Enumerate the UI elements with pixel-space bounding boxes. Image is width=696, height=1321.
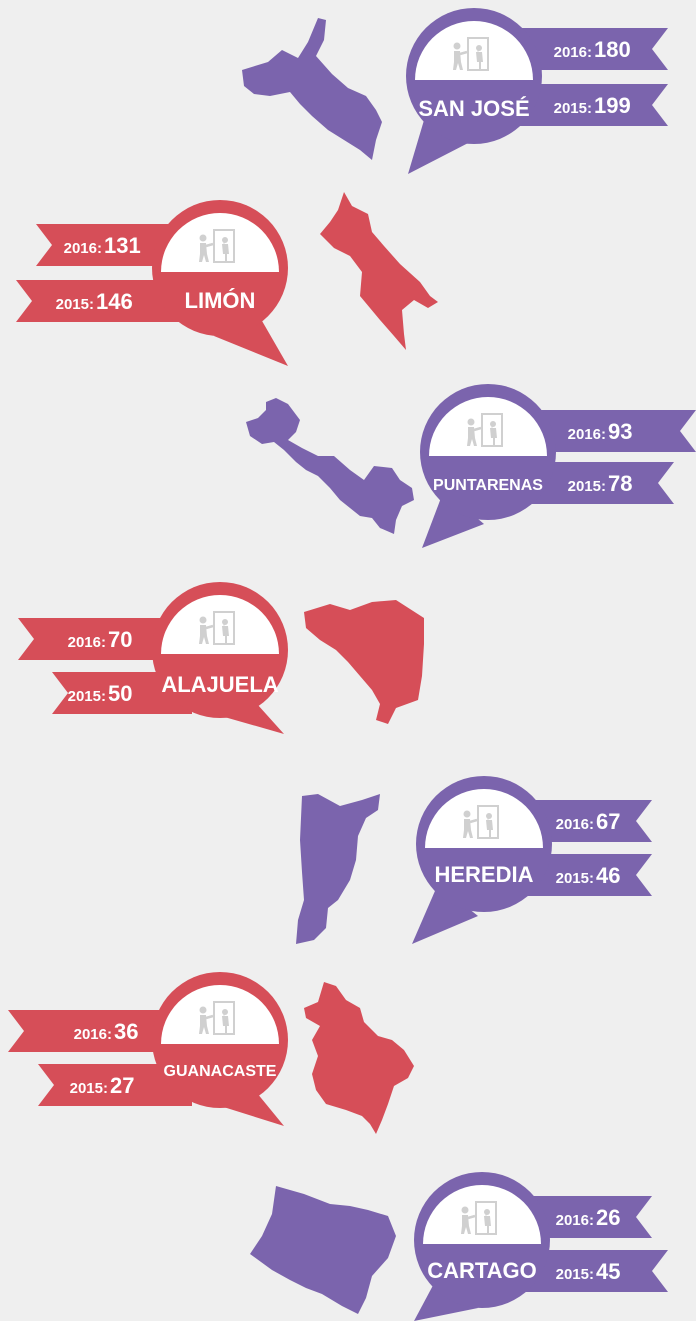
year-label: 2016: bbox=[64, 240, 102, 257]
province-name: HEREDIA bbox=[434, 862, 533, 887]
tab-2016: 2016: 131 bbox=[36, 224, 192, 266]
province-name: SAN JOSÉ bbox=[418, 96, 529, 121]
cartago-map bbox=[250, 1186, 396, 1314]
province-name: PUNTARENAS bbox=[433, 477, 543, 494]
tab-2015: 2015: 199 bbox=[520, 84, 668, 126]
tab-2015: 2015: 45 bbox=[526, 1250, 668, 1292]
tab-2016: 2016: 70 bbox=[18, 618, 192, 660]
province-puntarenas: 2016: 93 2015: 78 PUNTARENAS bbox=[246, 384, 696, 548]
year-label: 2015: bbox=[556, 1266, 594, 1283]
value-label: 67 bbox=[596, 809, 620, 834]
province-badge: SAN JOSÉ bbox=[406, 8, 542, 174]
province-badge: GUANACASTE bbox=[152, 972, 288, 1126]
value-label: 78 bbox=[608, 471, 632, 496]
year-label: 2016: bbox=[568, 426, 606, 443]
province-name: ALAJUELA bbox=[161, 672, 278, 697]
province-name: GUANACASTE bbox=[164, 1063, 277, 1080]
province-badge: LIMÓN bbox=[152, 200, 288, 366]
san-jose-map bbox=[242, 18, 382, 160]
tab-2016: 2016: 67 bbox=[526, 800, 652, 842]
puntarenas-map bbox=[246, 398, 414, 534]
guanacaste-map bbox=[304, 982, 414, 1134]
value-label: 50 bbox=[108, 681, 132, 706]
year-label: 2015: bbox=[68, 688, 106, 705]
tab-2015: 2015: 46 bbox=[526, 854, 652, 896]
tab-2016: 2016: 26 bbox=[526, 1196, 652, 1238]
year-label: 2015: bbox=[568, 478, 606, 495]
tab-2015: 2015: 50 bbox=[52, 672, 192, 714]
value-label: 26 bbox=[596, 1205, 620, 1230]
alajuela-map bbox=[304, 600, 424, 724]
year-label: 2016: bbox=[556, 816, 594, 833]
value-label: 131 bbox=[104, 233, 141, 258]
province-guanacaste: 2016: 36 2015: 27 GUANACASTE bbox=[8, 972, 414, 1134]
province-heredia: 2016: 67 2015: 46 HEREDIA bbox=[296, 776, 652, 944]
year-label: 2016: bbox=[68, 634, 106, 651]
tab-2016: 2016: 93 bbox=[526, 410, 696, 452]
year-label: 2016: bbox=[74, 1026, 112, 1043]
year-label: 2015: bbox=[70, 1080, 108, 1097]
value-label: 70 bbox=[108, 627, 132, 652]
value-label: 27 bbox=[110, 1073, 134, 1098]
province-badge: CARTAGO bbox=[414, 1172, 550, 1321]
value-label: 46 bbox=[596, 863, 620, 888]
year-label: 2015: bbox=[556, 870, 594, 887]
limon-map bbox=[320, 192, 438, 350]
year-label: 2016: bbox=[556, 1212, 594, 1229]
year-label: 2016: bbox=[554, 44, 592, 61]
tab-2016: 2016: 180 bbox=[520, 28, 668, 70]
value-label: 146 bbox=[96, 289, 133, 314]
province-name: CARTAGO bbox=[427, 1258, 537, 1283]
tab-2015: 2015: 146 bbox=[16, 280, 192, 322]
tab-2015: 2015: 78 bbox=[526, 462, 674, 504]
value-label: 199 bbox=[594, 93, 631, 118]
province-cartago: 2016: 26 2015: 45 CARTAGO bbox=[250, 1172, 668, 1321]
tab-2016: 2016: 36 bbox=[8, 1010, 192, 1052]
value-label: 180 bbox=[594, 37, 631, 62]
province-limon: 2016: 131 2015: 146 LIMÓN bbox=[16, 192, 438, 366]
year-label: 2015: bbox=[554, 100, 592, 117]
year-label: 2015: bbox=[56, 296, 94, 313]
province-badge: PUNTARENAS bbox=[420, 384, 556, 548]
value-label: 45 bbox=[596, 1259, 620, 1284]
province-name: LIMÓN bbox=[185, 288, 256, 313]
value-label: 93 bbox=[608, 419, 632, 444]
province-badge: ALAJUELA bbox=[152, 582, 288, 734]
tab-2015: 2015: 27 bbox=[38, 1064, 192, 1106]
value-label: 36 bbox=[114, 1019, 138, 1044]
province-san-jose: 2016: 180 2015: 199 SAN JOSÉ bbox=[242, 8, 668, 174]
heredia-map bbox=[296, 794, 380, 944]
province-badge: HEREDIA bbox=[412, 776, 552, 944]
province-alajuela: 2016: 70 2015: 50 ALAJUELA bbox=[18, 582, 424, 734]
